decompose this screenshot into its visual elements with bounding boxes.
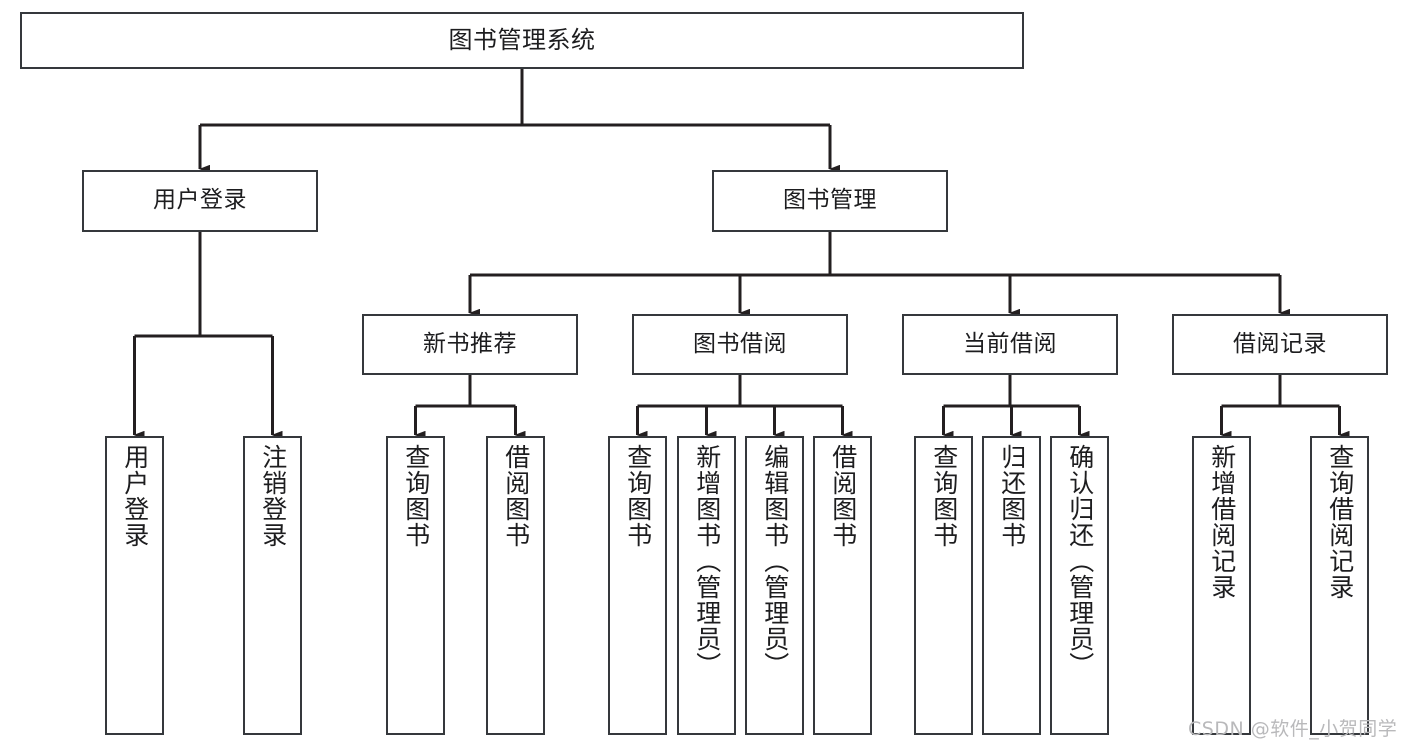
node-l2_b[interactable]: 图书管理 bbox=[712, 170, 948, 232]
node-label-leaf_02: 注销登录 bbox=[258, 444, 288, 548]
node-root[interactable]: 图书管理系统 bbox=[20, 12, 1024, 69]
node-leaf_11[interactable]: 确认归还（管理员） bbox=[1050, 436, 1109, 735]
node-leaf_12[interactable]: 新增借阅记录 bbox=[1192, 436, 1251, 735]
node-label-leaf_08: 借阅图书 bbox=[828, 444, 858, 548]
node-label-l2_a: 用户登录 bbox=[153, 187, 247, 214]
node-leaf_13[interactable]: 查询借阅记录 bbox=[1310, 436, 1369, 735]
node-l3_b[interactable]: 图书借阅 bbox=[632, 314, 848, 375]
node-label-leaf_09: 查询图书 bbox=[929, 444, 959, 548]
node-label-leaf_06: 新增图书（管理员） bbox=[692, 444, 722, 678]
node-leaf_02[interactable]: 注销登录 bbox=[243, 436, 302, 735]
node-l3_d[interactable]: 借阅记录 bbox=[1172, 314, 1388, 375]
node-label-leaf_03: 查询图书 bbox=[401, 444, 431, 548]
node-label-leaf_05: 查询图书 bbox=[623, 444, 653, 548]
node-leaf_03[interactable]: 查询图书 bbox=[386, 436, 445, 735]
node-label-leaf_11: 确认归还（管理员） bbox=[1065, 444, 1095, 678]
node-leaf_06[interactable]: 新增图书（管理员） bbox=[677, 436, 736, 735]
node-label-leaf_10: 归还图书 bbox=[997, 444, 1027, 548]
node-leaf_01[interactable]: 用户登录 bbox=[105, 436, 164, 735]
node-label-leaf_01: 用户登录 bbox=[120, 444, 150, 548]
node-leaf_05[interactable]: 查询图书 bbox=[608, 436, 667, 735]
node-l2_a[interactable]: 用户登录 bbox=[82, 170, 318, 232]
node-label-l3_c: 当前借阅 bbox=[963, 330, 1057, 357]
node-label-leaf_13: 查询借阅记录 bbox=[1325, 444, 1355, 600]
node-label-l2_b: 图书管理 bbox=[783, 187, 877, 214]
node-leaf_09[interactable]: 查询图书 bbox=[914, 436, 973, 735]
node-leaf_08[interactable]: 借阅图书 bbox=[813, 436, 872, 735]
csdn-watermark: CSDN @软件_小贺同学 bbox=[1188, 718, 1398, 740]
connector-paths bbox=[133, 69, 1350, 440]
node-label-l3_a: 新书推荐 bbox=[423, 330, 517, 357]
node-label-l3_b: 图书借阅 bbox=[693, 330, 787, 357]
node-label-leaf_12: 新增借阅记录 bbox=[1207, 444, 1237, 600]
node-label-l3_d: 借阅记录 bbox=[1233, 330, 1327, 357]
node-label-leaf_04: 借阅图书 bbox=[501, 444, 531, 548]
node-leaf_10[interactable]: 归还图书 bbox=[982, 436, 1041, 735]
node-l3_c[interactable]: 当前借阅 bbox=[902, 314, 1118, 375]
node-label-leaf_07: 编辑图书（管理员） bbox=[760, 444, 790, 678]
node-label-root: 图书管理系统 bbox=[448, 26, 596, 55]
node-leaf_04[interactable]: 借阅图书 bbox=[486, 436, 545, 735]
node-leaf_07[interactable]: 编辑图书（管理员） bbox=[745, 436, 804, 735]
node-l3_a[interactable]: 新书推荐 bbox=[362, 314, 578, 375]
